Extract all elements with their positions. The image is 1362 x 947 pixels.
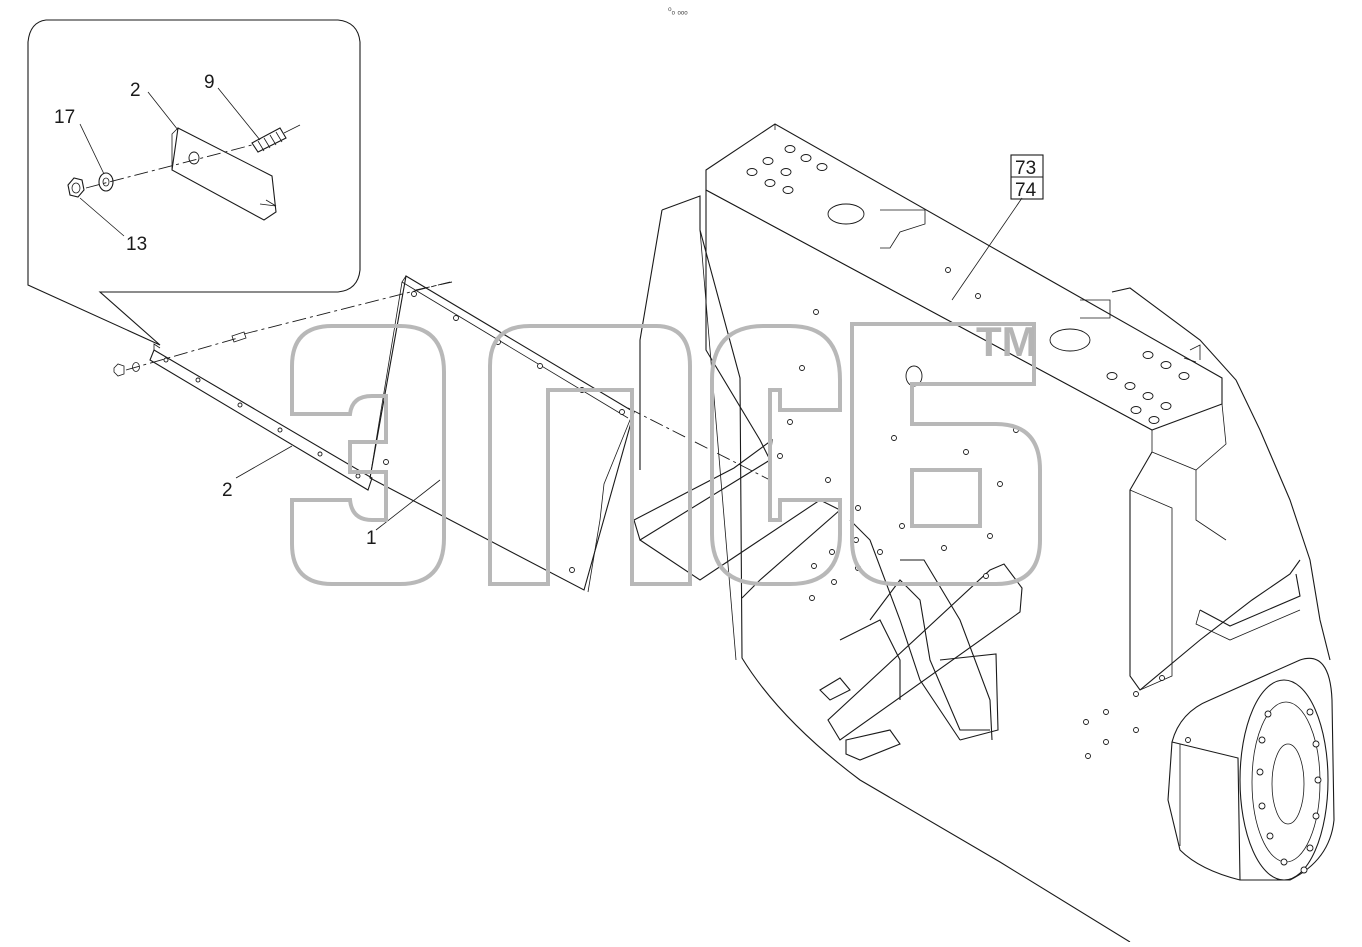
ref-box-top: 73: [1015, 158, 1036, 179]
inset-nut-13: [67, 177, 85, 198]
small-bolt: [231, 331, 247, 343]
detail-inset: 2 9 17 13: [27, 19, 361, 346]
inset-callout-13: 13: [126, 234, 147, 255]
wheel-hub: [1167, 657, 1335, 881]
ref-box: 73 74: [1010, 154, 1044, 201]
main-callout-2: 2: [222, 480, 233, 501]
inset-frame: [27, 19, 361, 346]
watermark-letter-1: [290, 324, 446, 586]
inset-axis: [85, 144, 253, 189]
inset-callout-9: 9: [204, 72, 215, 93]
inset-callout-2: 2: [130, 80, 141, 101]
inset-bolt-9: [251, 124, 301, 153]
bulkhead-right: [1129, 451, 1301, 691]
watermark-letter-2: [488, 324, 692, 586]
side-wall-holes: [777, 267, 1191, 759]
cross-member-1: [633, 438, 773, 541]
inset-strip-2: [171, 127, 277, 221]
ref-box-bottom: 74: [1015, 180, 1037, 201]
leader-2: [235, 445, 293, 479]
inset-hole: [188, 151, 200, 165]
chassis-frame: [633, 123, 1335, 943]
side-wall-left-edge: [661, 195, 1131, 943]
watermark: TM: [290, 318, 1042, 586]
small-washer: [132, 362, 140, 372]
inset-washer-17: [98, 172, 114, 192]
side-wall-right-edge: [1111, 287, 1331, 661]
cross-member-2: [827, 563, 1023, 741]
main-callout-1: 1: [366, 528, 377, 549]
fastener-group: [113, 281, 451, 377]
watermark-trademark: TM: [976, 318, 1037, 365]
watermark-letter-3: [710, 324, 842, 586]
strip-2-holes: [163, 357, 361, 479]
inset-callout-17: 17: [54, 107, 75, 128]
watermark-letter-4: [850, 322, 1042, 586]
small-nut: [113, 363, 125, 377]
top-mark: ⁰ₒ ₒₒₒ: [668, 6, 688, 16]
strip-2: [149, 343, 373, 491]
leader-73-74: [951, 197, 1023, 301]
top-plate-holes: [746, 145, 1190, 424]
